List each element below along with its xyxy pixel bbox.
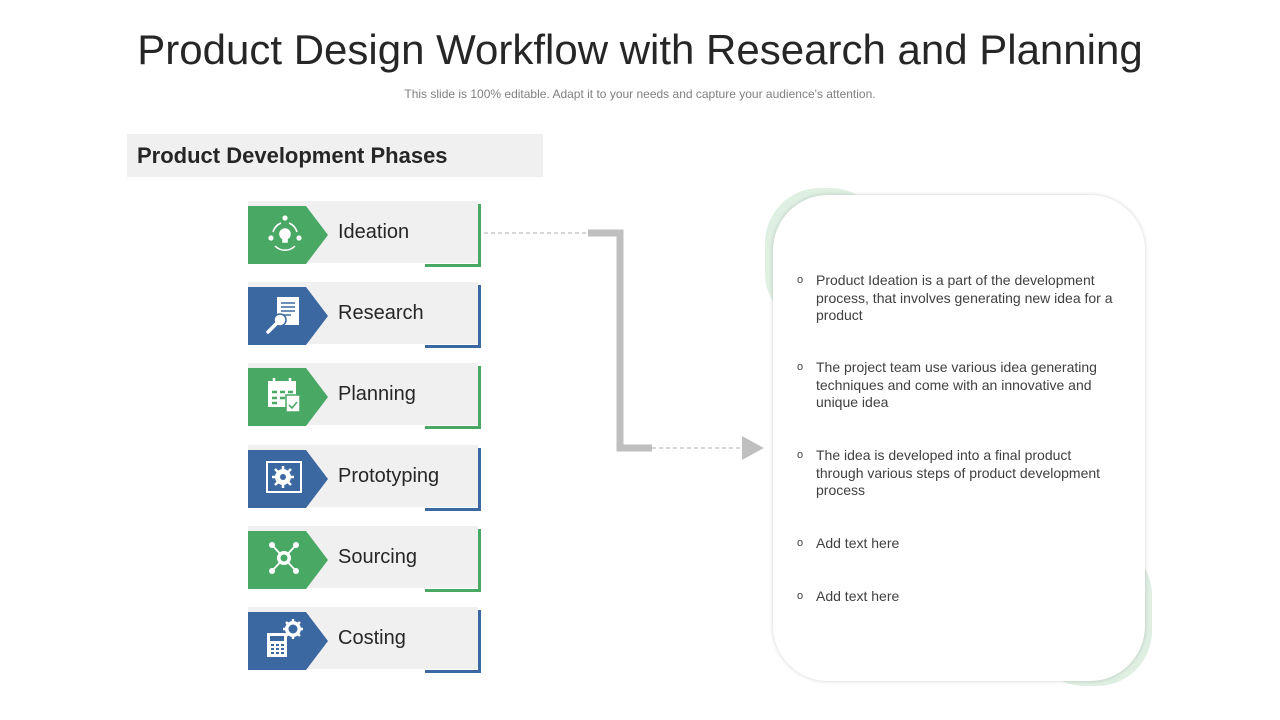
bullet-text: Add text here xyxy=(816,588,900,604)
bullet-mark: o xyxy=(797,361,804,373)
phase-accent-right xyxy=(478,448,481,511)
phase-research: Research xyxy=(248,282,481,348)
arrowhead-icon xyxy=(742,436,764,460)
phase-tab xyxy=(248,206,328,264)
phase-planning: Planning xyxy=(248,363,481,429)
detail-bullet: o The project team use various idea gene… xyxy=(797,359,1117,412)
costing-icon xyxy=(267,619,303,657)
planning-icon xyxy=(268,378,301,413)
phase-ideation: Ideation xyxy=(248,201,481,267)
research-icon xyxy=(266,297,299,334)
phase-accent-bottom xyxy=(425,508,481,511)
slide-subtitle: This slide is 100% editable. Adapt it to… xyxy=(404,87,876,101)
phase-accent-bottom xyxy=(425,345,481,348)
phase-tab xyxy=(248,612,328,670)
ideation-icon xyxy=(268,215,302,251)
phase-accent-bottom xyxy=(425,589,481,592)
bullet-text: Product Ideation is a part of the develo… xyxy=(816,272,1113,323)
phase-accent-right xyxy=(478,366,481,429)
detail-bullet: o Add text here xyxy=(797,535,1117,553)
bullet-mark: o xyxy=(797,590,804,602)
detail-bullet: o The idea is developed into a final pro… xyxy=(797,447,1117,500)
phase-sourcing: Sourcing xyxy=(248,526,481,592)
phase-accent-bottom xyxy=(425,264,481,267)
details-card xyxy=(773,195,1145,681)
phase-accent-right xyxy=(478,204,481,267)
phase-accent-bottom xyxy=(425,670,481,673)
phase-tab xyxy=(248,531,328,589)
phase-label: Sourcing xyxy=(338,546,417,568)
detail-bullet: o Product Ideation is a part of the deve… xyxy=(797,272,1117,325)
phase-tab xyxy=(248,450,328,508)
bullet-text: Add text here xyxy=(816,535,900,551)
phase-label: Research xyxy=(338,302,424,324)
phase-tab xyxy=(248,368,328,426)
phase-label: Ideation xyxy=(338,221,410,243)
phase-accent-right xyxy=(478,285,481,348)
bullet-text: The idea is developed into a final produ… xyxy=(816,447,1101,498)
bullet-mark: o xyxy=(797,537,804,549)
prototyping-icon xyxy=(266,461,302,493)
phase-prototyping: Prototyping xyxy=(248,445,481,511)
slide-title: Product Design Workflow with Research an… xyxy=(137,26,1143,73)
phase-label: Costing xyxy=(338,627,406,649)
bullet-mark: o xyxy=(797,449,804,461)
phase-tab xyxy=(248,287,328,345)
sourcing-icon xyxy=(269,542,299,574)
section-header: Product Development Phases xyxy=(127,134,543,177)
detail-bullet: o Add text here xyxy=(797,588,1117,606)
phase-label: Planning xyxy=(338,383,416,405)
phase-accent-bottom xyxy=(425,426,481,429)
bullet-mark: o xyxy=(797,274,804,286)
phase-label: Prototyping xyxy=(338,465,440,487)
phase-costing: Costing xyxy=(248,607,481,673)
bullet-text: The project team use various idea genera… xyxy=(816,359,1097,410)
phase-accent-right xyxy=(478,529,481,592)
phase-accent-right xyxy=(478,610,481,673)
